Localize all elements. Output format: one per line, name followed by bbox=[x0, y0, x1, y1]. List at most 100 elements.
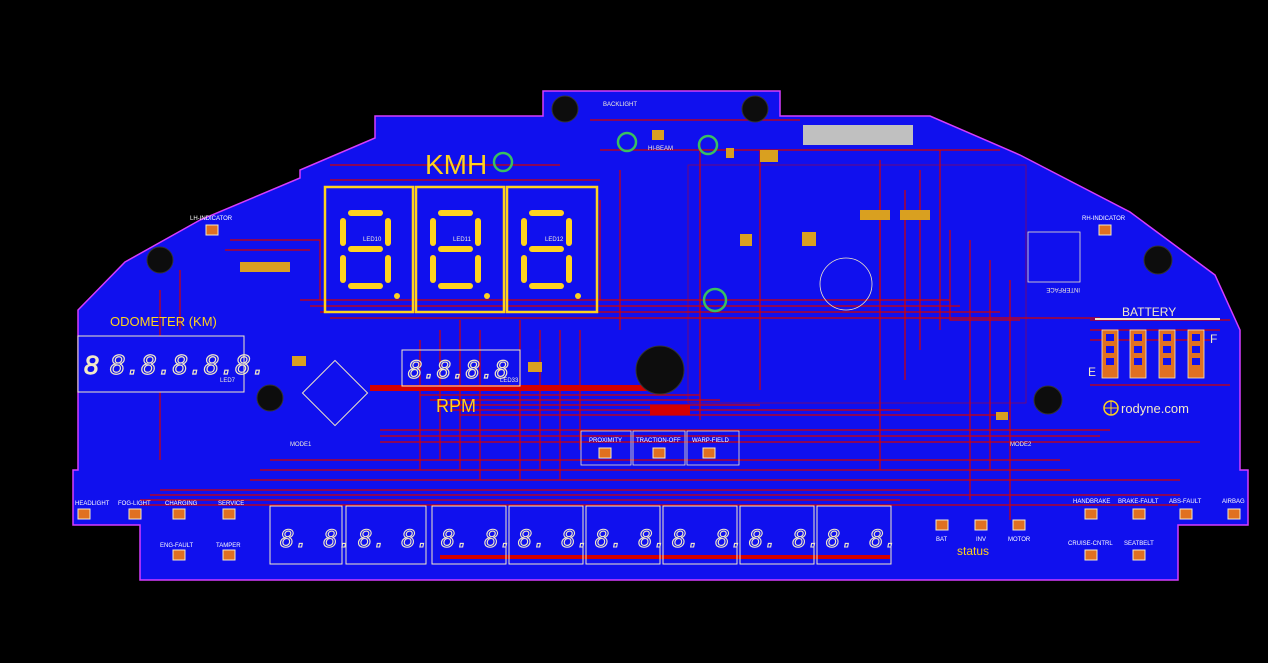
odometer-display: ODOMETER (KM) 8 8.8.8.8.8. LED7 bbox=[77, 314, 267, 393]
indicator-led bbox=[205, 224, 219, 236]
indicator-label: SEATBELT bbox=[1124, 541, 1154, 547]
indicator-led bbox=[222, 549, 236, 561]
indicator-led bbox=[974, 519, 988, 531]
led-designator: LED7 bbox=[220, 378, 236, 384]
indicator-led bbox=[1084, 549, 1098, 561]
interface-label: INTERFACE bbox=[1046, 286, 1080, 292]
mounting-holes bbox=[146, 95, 1173, 415]
indicator-label: CHARGING bbox=[165, 501, 198, 507]
indicator-label: INV bbox=[976, 537, 986, 543]
backlight-label: BACKLIGHT bbox=[603, 102, 637, 108]
indicator-led bbox=[1227, 508, 1241, 520]
odometer-frame bbox=[77, 335, 245, 393]
warning-lamps-middle: PROXIMITY TRACTION-OFF WARP-FIELD bbox=[580, 430, 740, 466]
status-lamps: BAT INV MOTOR bbox=[935, 519, 1031, 543]
warning-lamps-right: HANDBRAKE BRAKE-FAULT ABS-FAULT AIRBAG C… bbox=[1068, 499, 1245, 561]
indicator-led bbox=[222, 508, 236, 520]
indicator-label: CRUISE-CNTRL bbox=[1068, 541, 1113, 547]
indicator-led bbox=[1012, 519, 1026, 531]
mounting-hole bbox=[741, 95, 769, 123]
indicator-led bbox=[1098, 224, 1112, 236]
indicator-led bbox=[1132, 549, 1146, 561]
indicator-label: FOG-LIGHT bbox=[118, 501, 151, 507]
indicator-led bbox=[172, 549, 186, 561]
svg-text:8. 8.: 8. 8. bbox=[358, 525, 430, 553]
svg-text:8. 8.: 8. 8. bbox=[595, 525, 667, 553]
speed-unit-label: KMH bbox=[425, 149, 487, 180]
digit-module-frame bbox=[323, 185, 415, 314]
indicator-led bbox=[1179, 508, 1193, 520]
led-designator: LED33 bbox=[500, 378, 519, 384]
indicator-label: MOTOR bbox=[1008, 537, 1031, 543]
label-sticker bbox=[803, 125, 913, 145]
battery-full-label: F bbox=[1210, 332, 1217, 346]
rpm-frame bbox=[401, 349, 521, 387]
battery-empty-label: E bbox=[1088, 365, 1096, 379]
indicator-led bbox=[1084, 508, 1098, 520]
indicator-led bbox=[702, 447, 716, 459]
warning-lamps-left: HEADLIGHT FOG-LIGHT CHARGING SERVICE ENG… bbox=[75, 501, 244, 561]
led-designator: LED10 bbox=[363, 237, 382, 243]
component-pads bbox=[240, 130, 1008, 420]
mounting-hole bbox=[1143, 245, 1173, 275]
indicator-led bbox=[652, 447, 666, 459]
svg-text:8. 8.: 8. 8. bbox=[749, 525, 821, 553]
rpm-label: RPM bbox=[436, 396, 476, 416]
hi-beam-label: HI-BEAM bbox=[648, 146, 673, 152]
indicator-led bbox=[172, 508, 186, 520]
chip-outline bbox=[687, 164, 1027, 404]
svg-text:8. 8.: 8. 8. bbox=[672, 525, 744, 553]
rpm-display: 8.8.8.8 LED33 RPM bbox=[401, 349, 521, 416]
indicator-label: ABS-FAULT bbox=[1169, 499, 1202, 505]
thick-traces bbox=[370, 385, 890, 559]
indicator-label: RH-INDICATOR bbox=[1082, 216, 1126, 222]
indicator-label: TRACTION-OFF bbox=[636, 438, 681, 444]
brand-logo: rodyne.com bbox=[1103, 400, 1189, 416]
indicator-label: BRAKE-FAULT bbox=[1118, 499, 1159, 505]
battery-gauge: BATTERY F E bbox=[1088, 305, 1220, 379]
odometer-label: ODOMETER (KM) bbox=[110, 314, 217, 329]
battery-label: BATTERY bbox=[1122, 305, 1176, 319]
indicator-led bbox=[77, 508, 91, 520]
svg-text:8. 8.: 8. 8. bbox=[280, 525, 352, 553]
indicator-lh: LH-INDICATOR bbox=[190, 216, 233, 236]
mounting-hole bbox=[256, 384, 284, 412]
mounting-hole bbox=[1033, 385, 1063, 415]
svg-text:8.8.8.8: 8.8.8.8 bbox=[408, 356, 509, 384]
status-label: status bbox=[957, 544, 989, 558]
mounting-hole bbox=[146, 246, 174, 274]
mcu-chip bbox=[301, 359, 369, 427]
led-designator: LED11 bbox=[453, 237, 472, 243]
speed-display: LED10 LED11 LED12 KMH bbox=[323, 149, 599, 314]
indicator-label: ENG-FAULT bbox=[160, 543, 194, 549]
buzzer-outline bbox=[819, 257, 873, 311]
indicator-label: HEADLIGHT bbox=[75, 501, 110, 507]
indicator-label: SERVICE bbox=[218, 501, 244, 507]
bottom-digit-bank: 8. 8. 8. 8. 8. 8. 8. 8. 8. 8. 8. 8. 8. 8… bbox=[269, 505, 899, 565]
indicator-label: WARP-FIELD bbox=[692, 438, 729, 444]
svg-text:8. 8.: 8. 8. bbox=[518, 525, 590, 553]
indicator-label: AIRBAG bbox=[1222, 499, 1245, 505]
digit-module-frame bbox=[505, 185, 599, 314]
mode2-label: MODE2 bbox=[1010, 442, 1032, 448]
indicator-led bbox=[128, 508, 142, 520]
capacitor-rings bbox=[492, 131, 728, 313]
brand-text: rodyne.com bbox=[1121, 401, 1189, 416]
indicator-label: LH-INDICATOR bbox=[190, 216, 233, 222]
copper-traces bbox=[140, 119, 1230, 520]
indicator-label: PROXIMITY bbox=[589, 438, 622, 444]
led-designator: LED12 bbox=[545, 237, 564, 243]
indicator-label: TAMPER bbox=[216, 543, 241, 549]
digit-module-frame bbox=[414, 185, 506, 314]
indicator-led bbox=[935, 519, 949, 531]
indicator-label: BAT bbox=[936, 537, 948, 543]
svg-text:8.8.8.8.8.: 8.8.8.8.8. bbox=[110, 351, 267, 381]
svg-text:8. 8.: 8. 8. bbox=[441, 525, 513, 553]
indicator-led bbox=[1132, 508, 1146, 520]
svg-text:8. 8.: 8. 8. bbox=[826, 525, 898, 553]
indicator-led bbox=[598, 447, 612, 459]
indicator-rh: RH-INDICATOR bbox=[1082, 216, 1126, 236]
interface-connector: INTERFACE bbox=[1027, 231, 1081, 292]
mounting-hole bbox=[551, 95, 579, 123]
